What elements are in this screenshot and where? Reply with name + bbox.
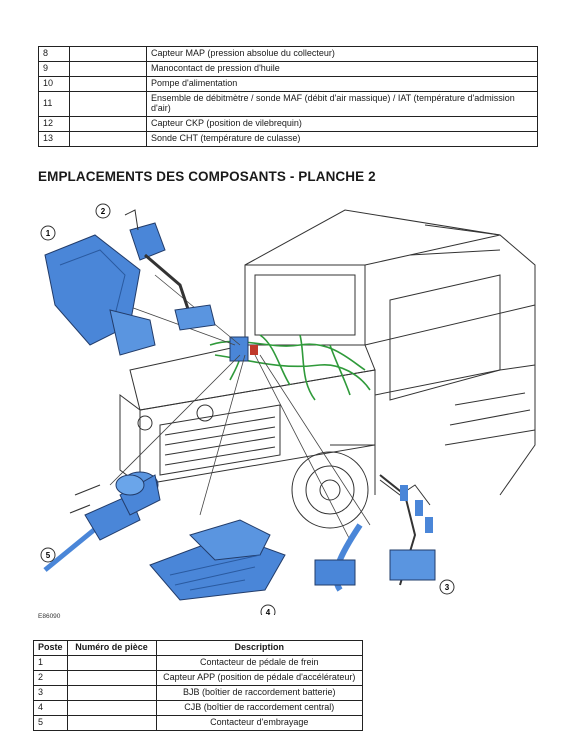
parts-table-top: 8 Capteur MAP (pression absolue du colle… (38, 46, 538, 147)
part-number-cell (66, 715, 157, 731)
section-title: EMPLACEMENTS DES COMPOSANTS - PLANCHE 2 (38, 169, 376, 184)
table-row: 8 Capteur MAP (pression absolue du colle… (38, 46, 538, 62)
part-number-cell (66, 670, 157, 686)
table-row: 4 CJB (boîtier de raccordement central) (33, 700, 364, 716)
description-cell: Capteur APP (position de pédale d'accélé… (155, 670, 364, 686)
description-cell: Contacteur d'embrayage (155, 715, 364, 731)
part-number-cell (69, 61, 147, 77)
description-cell: BJB (boîtier de raccordement batterie) (155, 685, 364, 701)
table-row: 10 Pompe d'alimentation (38, 76, 538, 92)
part-number-cell (66, 685, 157, 701)
poste-cell: 9 (38, 61, 70, 77)
cjb-illustration (149, 519, 286, 601)
poste-cell: 4 (33, 700, 68, 716)
header-part-number: Numéro de pièce (66, 640, 157, 656)
svg-text:5: 5 (46, 551, 51, 560)
table-row: 13 Sonde CHT (température de culasse) (38, 131, 538, 147)
vehicle-illustration (119, 209, 536, 529)
poste-cell: 5 (33, 715, 68, 731)
poste-cell: 10 (38, 76, 70, 92)
svg-text:1: 1 (46, 229, 51, 238)
description-cell: CJB (boîtier de raccordement central) (155, 700, 364, 716)
part-number-cell (69, 91, 147, 117)
description-cell: Capteur CKP (position de vilebrequin) (146, 116, 538, 132)
table-row: 5 Contacteur d'embrayage (33, 715, 364, 731)
callout-4: 4 (260, 604, 276, 615)
figure-code: E86090 (38, 613, 61, 620)
poste-cell: 2 (33, 670, 68, 686)
clutch-switch-illustration (43, 471, 161, 572)
description-cell: Manocontact de pression d'huile (146, 61, 538, 77)
svg-text:4: 4 (266, 608, 271, 615)
table-row: 9 Manocontact de pression d'huile (38, 61, 538, 77)
header-description: Description (155, 640, 364, 656)
poste-cell: 12 (38, 116, 70, 132)
parts-table-bottom: Poste Numéro de pièce Description 1 Cont… (33, 640, 364, 731)
poste-cell: 11 (38, 91, 70, 117)
poste-cell: 3 (33, 685, 68, 701)
harness-connector (250, 345, 258, 355)
callout-2: 2 (95, 203, 111, 219)
component-location-diagram: 1 2 3 4 5 (40, 203, 536, 615)
poste-cell: 8 (38, 46, 70, 62)
callout-3: 3 (439, 579, 455, 595)
poste-cell: 13 (38, 131, 70, 147)
callout-5: 5 (40, 547, 56, 563)
part-number-cell (66, 655, 157, 671)
svg-text:2: 2 (101, 207, 106, 216)
bjb-illustration (314, 474, 436, 592)
accelerator-pedal-sensor-illustration (124, 209, 216, 331)
description-cell: Pompe d'alimentation (146, 76, 538, 92)
svg-text:3: 3 (445, 583, 450, 592)
table-row: 11 Ensemble de débitmètre / sonde MAF (d… (38, 91, 538, 117)
header-poste: Poste (33, 640, 68, 656)
table-row: 3 BJB (boîtier de raccordement batterie) (33, 685, 364, 701)
table-row: 2 Capteur APP (position de pédale d'accé… (33, 670, 364, 686)
part-number-cell (69, 131, 147, 147)
part-number-cell (69, 76, 147, 92)
table-row: 12 Capteur CKP (position de vilebrequin) (38, 116, 538, 132)
description-cell: Contacteur de pédale de frein (155, 655, 364, 671)
part-number-cell (66, 700, 157, 716)
part-number-cell (69, 116, 147, 132)
part-number-cell (69, 46, 147, 62)
table-row: 1 Contacteur de pédale de frein (33, 655, 364, 671)
brake-pedal-switch-illustration (44, 234, 156, 356)
description-cell: Ensemble de débitmètre / sonde MAF (débi… (146, 91, 538, 117)
poste-cell: 1 (33, 655, 68, 671)
description-cell: Sonde CHT (température de culasse) (146, 131, 538, 147)
callout-1: 1 (40, 225, 56, 241)
harness-module (229, 336, 249, 362)
table-header-row: Poste Numéro de pièce Description (33, 640, 364, 656)
description-cell: Capteur MAP (pression absolue du collect… (146, 46, 538, 62)
